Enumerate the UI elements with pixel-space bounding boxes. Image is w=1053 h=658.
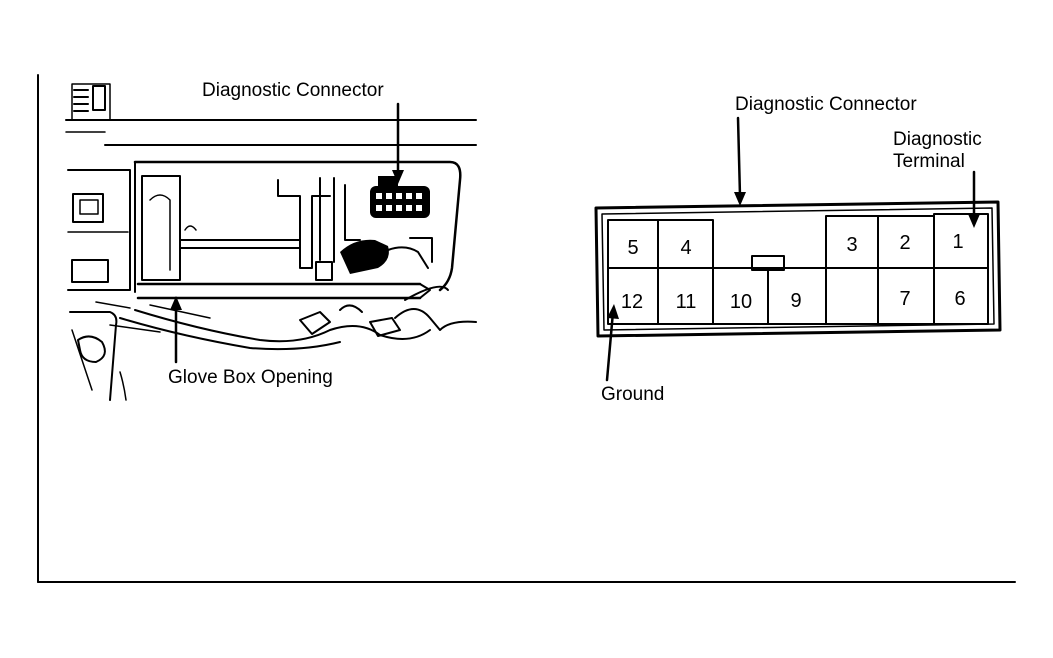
pin-5: 5 bbox=[627, 237, 638, 259]
pin-7: 7 bbox=[899, 288, 910, 310]
glove-box-opening-label: Glove Box Opening bbox=[168, 367, 333, 388]
pin-10: 10 bbox=[730, 291, 752, 313]
ground-label: Ground bbox=[601, 384, 664, 405]
pin-2: 2 bbox=[899, 232, 910, 254]
pin-4: 4 bbox=[680, 237, 691, 259]
right-connector-callout-arrow bbox=[734, 116, 746, 206]
terminal-label-line2: Terminal bbox=[893, 151, 965, 172]
dashboard-illustration bbox=[65, 83, 477, 401]
connector-housing-icon bbox=[370, 176, 430, 218]
ground-callout-arrow bbox=[605, 304, 619, 382]
terminal-callout-arrow bbox=[968, 170, 980, 228]
opening-callout-arrow bbox=[170, 296, 182, 364]
right-connector-label: Diagnostic Connector bbox=[735, 94, 917, 115]
connector-callout-arrow bbox=[392, 102, 404, 184]
pin-9: 9 bbox=[790, 290, 801, 312]
vent-grille-icon bbox=[71, 83, 111, 121]
terminal-label-line1: Diagnostic bbox=[893, 129, 982, 150]
pin-3: 3 bbox=[846, 234, 857, 256]
left-connector-label: Diagnostic Connector bbox=[202, 80, 384, 101]
pin-6: 6 bbox=[954, 288, 965, 310]
page-frame bbox=[37, 74, 1016, 583]
pin-11: 11 bbox=[676, 291, 697, 313]
pin-1: 1 bbox=[952, 231, 963, 253]
connector-pin-diagram bbox=[594, 116, 1002, 382]
pin-12: 12 bbox=[621, 291, 643, 313]
